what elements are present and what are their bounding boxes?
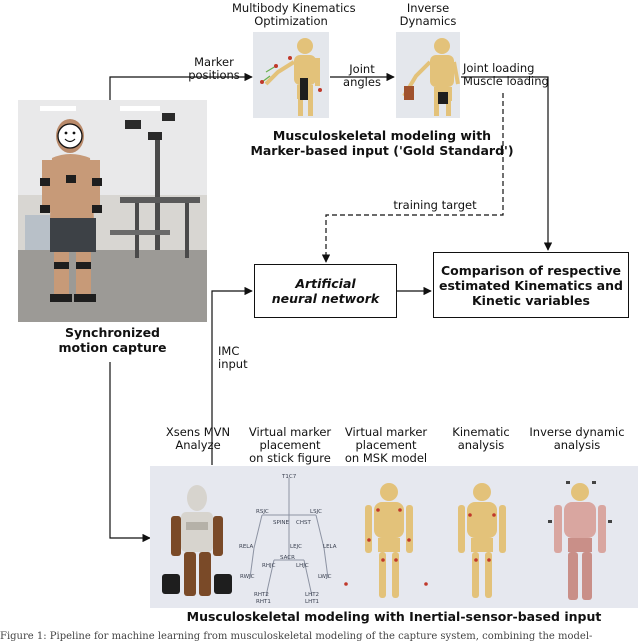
xsens-label-line2: Analyze (175, 438, 221, 452)
comparison-line2: estimated Kinematics and (439, 277, 623, 293)
stick-joint-label: RHJC (262, 563, 276, 569)
msk-title-line2: Marker-based input ('Gold Standard') (250, 143, 514, 158)
stick-joint-label: SPINE (273, 520, 290, 526)
loading-label-line2: Muscle loading (463, 74, 549, 88)
training-target-label: training target (393, 198, 477, 212)
loading-label: Joint loading Muscle loading (463, 62, 563, 88)
stick-joint-label: SACR (280, 555, 295, 561)
vm-msk-line3: on MSK model (344, 451, 428, 465)
xsens-label: Xsens MVN Analyze (156, 426, 240, 452)
stick-joint-label: CHST (296, 520, 311, 526)
joint-label-line2: angles (343, 75, 381, 89)
stick-joint-label: RHT1 (256, 599, 271, 605)
caption-line1: Synchronized (65, 325, 160, 340)
marker-label-line2: positions (188, 68, 240, 82)
stick-joint-label: LELA (323, 544, 337, 550)
inverse-dynamics-skeleton-image (396, 32, 460, 118)
ann-box: Artificial neural network (254, 264, 397, 318)
arrow-to-comparison (461, 76, 553, 251)
loading-label-line1: Joint loading (463, 61, 535, 75)
arrow-imc-input (211, 286, 253, 465)
mbko-label: Multibody Kinematics Optimization (232, 2, 356, 28)
msk-marker-title: Musculoskeletal modeling with Marker-bas… (232, 128, 532, 158)
xsens-avatar-image (162, 485, 232, 596)
stick-joint-label: T1C7 (282, 474, 297, 480)
id-label-line2: Dynamics (399, 14, 457, 28)
joint-label-line1: Joint (349, 62, 375, 76)
imc-input-label: IMC input (218, 345, 268, 371)
vm-msk-line2: placement (355, 438, 417, 452)
joint-angles-label: Joint angles (334, 63, 390, 89)
imc-label-line1: IMC (218, 344, 240, 358)
invdyn-line1: Inverse dynamic (529, 425, 625, 439)
marker-label-line1: Marker (194, 55, 234, 69)
comparison-box: Comparison of respective estimated Kinem… (433, 252, 629, 318)
vm-msk-label: Virtual marker placement on MSK model (340, 426, 432, 465)
kinematic-analysis-image (458, 483, 506, 598)
figure-caption: Figure 1: Pipeline for machine learning … (0, 631, 593, 642)
stick-joint-label: LHJC (296, 563, 309, 569)
kinematic-label: Kinematic analysis (446, 426, 516, 452)
stick-joint-label: LEJC (290, 544, 303, 550)
motion-capture-photo (18, 100, 207, 322)
stick-joint-label: LSJC (310, 509, 323, 515)
arrow-marker-positions (109, 72, 253, 100)
kin-line2: analysis (457, 438, 505, 452)
msk-title-line1: Musculoskeletal modeling with (272, 128, 492, 143)
arrow-training-target (321, 93, 504, 263)
mbko-label-line1: Multibody Kinematics (232, 1, 356, 15)
inertial-panel-title: Musculoskeletal modeling with Inertial-s… (186, 609, 602, 624)
mbko-skeleton-image (253, 32, 329, 118)
anonymized-face-icon (57, 123, 83, 149)
stick-joint-label: LHT2 (305, 592, 320, 598)
ann-line2: neural network (271, 291, 380, 306)
ann-line1: Artificial (295, 276, 356, 291)
vm-stick-label: Virtual marker placement on stick figure (244, 426, 336, 465)
mbko-label-line2: Optimization (254, 14, 328, 28)
stick-joint-label: LHT1 (305, 599, 320, 605)
marker-positions-label: Marker positions (184, 56, 244, 82)
vm-stick-line2: placement (259, 438, 321, 452)
id-label-line1: Inverse (406, 1, 450, 15)
arrow-to-inertial-panel (109, 362, 151, 543)
inverse-dynamics-label: Inverse Dynamics (392, 2, 464, 28)
motion-capture-caption: Synchronized motion capture (18, 325, 207, 355)
stick-joint-label: RSJC (256, 509, 269, 515)
kin-line1: Kinematic (452, 425, 510, 439)
stick-figure-image (249, 478, 329, 597)
stick-joint-label: RWJC (240, 574, 255, 580)
stick-joint-label: LWJC (318, 574, 332, 580)
comparison-line3: Kinetic variables (471, 292, 590, 308)
xsens-label-line1: Xsens MVN (165, 425, 231, 439)
vm-msk-line1: Virtual marker (344, 425, 428, 439)
vm-stick-line3: on stick figure (249, 451, 331, 465)
stick-joint-label: RELA (239, 544, 254, 550)
comparison-line1: Comparison of respective (440, 262, 622, 278)
imc-label-line2: input (218, 357, 248, 371)
connector-lines (109, 72, 553, 543)
stick-joint-label: RHT2 (254, 592, 269, 598)
caption-line2: motion capture (58, 340, 167, 355)
inverse-dynamic-analysis-image (548, 481, 612, 600)
inverse-dynamic-label: Inverse dynamic analysis (522, 426, 632, 452)
invdyn-line2: analysis (553, 438, 601, 452)
vm-stick-line1: Virtual marker (248, 425, 332, 439)
msk-virtual-marker-image (344, 483, 428, 598)
